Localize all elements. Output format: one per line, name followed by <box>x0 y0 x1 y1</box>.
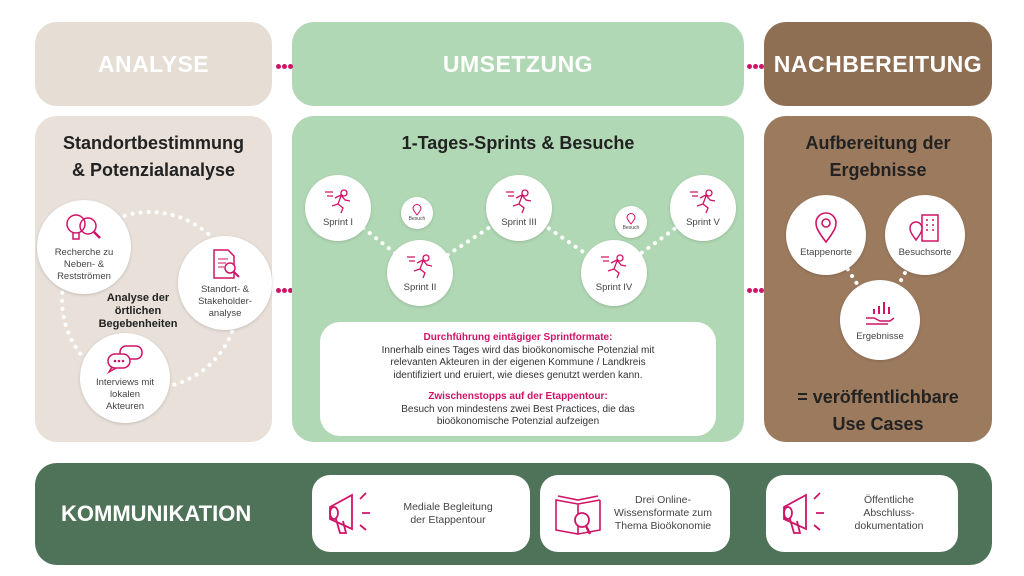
megaphone-icon <box>329 491 370 534</box>
location-pin-icon <box>412 204 422 216</box>
sprint-1: Sprint I <box>305 175 371 241</box>
chat-bubbles-icon <box>106 344 143 374</box>
document-search-icon <box>213 248 240 279</box>
building-pin-icon <box>909 213 939 242</box>
result-ergebnisse: Ergebnisse <box>840 280 920 360</box>
sprint-4: Sprint IV <box>581 240 647 306</box>
result-besuchsorte: Besuchsorte <box>885 195 965 275</box>
analyse-item-standort: Standort- &Stakeholder-analyse <box>178 236 272 330</box>
runner-icon <box>407 253 433 278</box>
runner-icon <box>325 188 351 213</box>
analyse-title: Standortbestimmung& Potenzialanalyse <box>62 133 244 180</box>
sprint-info-box: Durchführung eintägiger Sprintformate: I… <box>320 322 716 436</box>
runner-icon <box>601 253 627 278</box>
umsetzung-title: 1-Tages-Sprints & Besuche <box>401 133 635 153</box>
visit-1: Besuch <box>401 197 433 229</box>
sprint-3: Sprint III <box>486 175 552 241</box>
book-search-icon <box>555 494 601 535</box>
megaphone-icon <box>783 491 824 534</box>
header-umsetzung: UMSETZUNG <box>292 22 744 106</box>
visit-2: Besuch <box>615 206 647 238</box>
location-pin-icon <box>815 211 837 243</box>
location-pin-icon <box>626 213 636 225</box>
sprint-5: Sprint V <box>670 175 736 241</box>
runner-icon <box>506 188 532 213</box>
research-bulb-icon <box>66 213 101 240</box>
header-analyse: ANALYSE <box>35 22 272 106</box>
runner-icon <box>690 188 716 213</box>
kommunikation-title: KOMMUNIKATION <box>61 501 252 526</box>
sprint-2: Sprint II <box>387 240 453 306</box>
result-etappenorte: Etappenorte <box>786 195 866 275</box>
hand-chart-icon <box>866 301 895 325</box>
header-nachbereitung: NACHBEREITUNG <box>764 22 992 106</box>
